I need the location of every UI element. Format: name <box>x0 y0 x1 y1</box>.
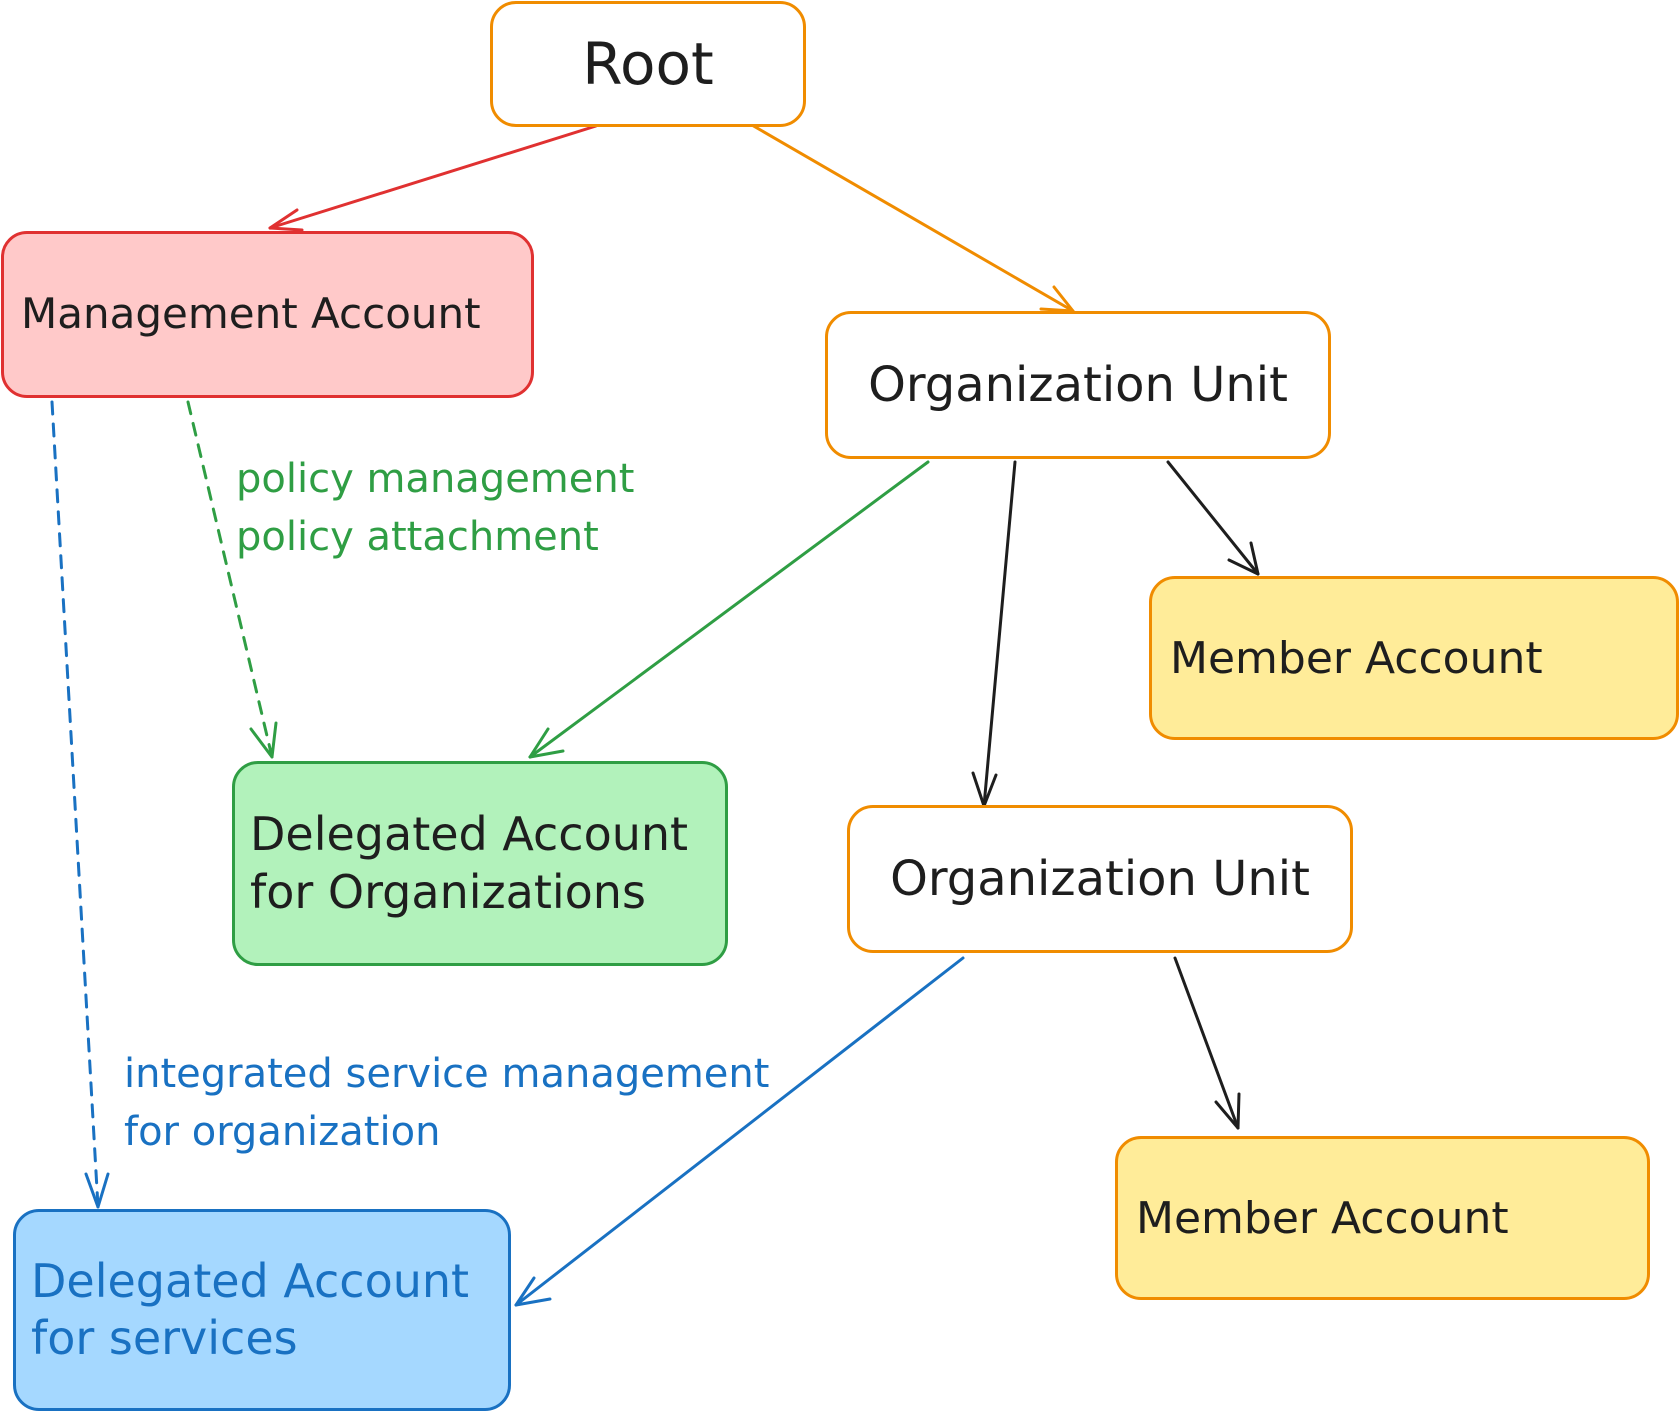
policy-label-line-2: policy attachment <box>236 514 599 560</box>
delegated-org-account-node[interactable]: Delegated Account for Organizations <box>232 761 728 966</box>
arrowhead-management-to-delegated-svc <box>84 1172 110 1209</box>
member-account-node-2[interactable]: Member Account <box>1115 1136 1650 1300</box>
member-account-node-1[interactable]: Member Account <box>1149 576 1679 740</box>
arrowhead-management-to-delegated-org <box>249 721 278 759</box>
policy-label-line-1: policy management <box>236 456 635 502</box>
edge-ou1-to-member1 <box>1166 460 1260 576</box>
edge-management-to-delegated-org <box>186 400 274 759</box>
edge-root-to-management <box>268 124 598 232</box>
edge-ou1-to-ou2 <box>971 460 1017 808</box>
root-node[interactable]: Root <box>490 1 806 127</box>
edge-ou1-to-delegated-org <box>528 460 930 759</box>
management-account-node[interactable]: Management Account <box>1 231 534 398</box>
service-label-line-2: for organization <box>124 1109 441 1155</box>
edge-root-to-ou1 <box>743 119 1075 313</box>
organization-unit-node-1[interactable]: Organization Unit <box>825 311 1331 459</box>
service-label-line-1: integrated service management <box>124 1051 770 1097</box>
edge-ou2-to-member2 <box>1173 956 1241 1130</box>
delegated-services-account-node[interactable]: Delegated Account for services <box>13 1209 511 1411</box>
organization-unit-node-2[interactable]: Organization Unit <box>847 805 1353 953</box>
edge-management-to-delegated-svc <box>50 400 100 1209</box>
edge-ou2-to-delegated-svc <box>514 956 965 1307</box>
policy-edge-label: policy management policy attachment <box>236 450 634 566</box>
service-edge-label: integrated service management for organi… <box>124 1045 769 1161</box>
